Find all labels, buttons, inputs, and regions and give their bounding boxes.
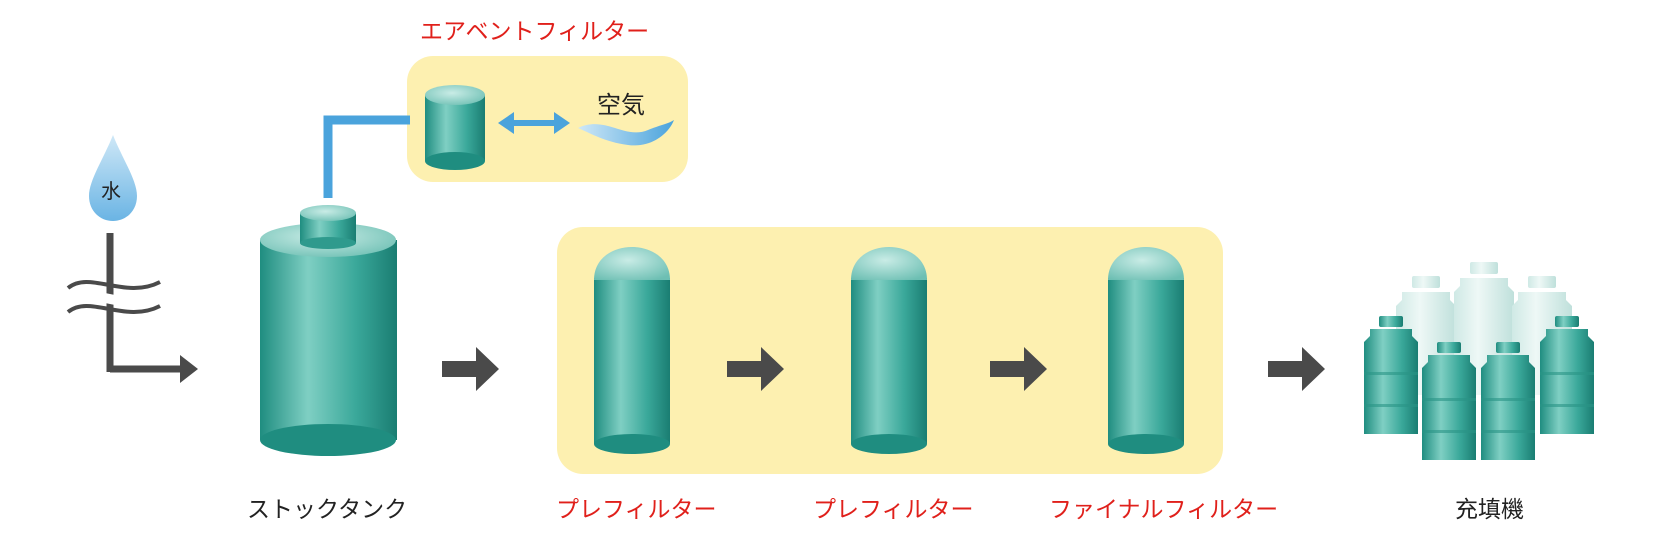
stock-tank-icon — [260, 205, 397, 456]
air-wave-icon — [578, 120, 674, 146]
flow-arrow-icon — [1268, 347, 1325, 391]
pre-filter-2-icon — [851, 247, 927, 454]
pre-filter-2-label: プレフィルター — [813, 497, 974, 523]
vent-pipe — [323, 115, 410, 198]
water-drop-icon — [89, 135, 137, 221]
air-vent-filter-label: エアベントフィルター — [420, 19, 650, 45]
bottles-icon — [1364, 262, 1594, 460]
pre-filter-1-label: プレフィルター — [556, 497, 717, 523]
water-label: 水 — [101, 179, 121, 203]
final-filter-label: ファイナルフィルター — [1049, 497, 1279, 523]
final-filter-icon — [1108, 247, 1184, 454]
bidirectional-arrow-icon — [498, 112, 570, 134]
flow-arrow-icon — [442, 347, 499, 391]
pre-filter-1-icon — [594, 247, 670, 454]
air-vent-filter-icon — [425, 85, 485, 170]
air-label: 空気 — [597, 91, 645, 119]
filling-machine-label: 充填機 — [1455, 497, 1524, 523]
flow-arrow-icon — [727, 347, 784, 391]
stock-tank-label: ストックタンク — [247, 497, 408, 523]
flow-arrow-icon — [990, 347, 1047, 391]
water-inlet-pipe — [66, 233, 198, 383]
